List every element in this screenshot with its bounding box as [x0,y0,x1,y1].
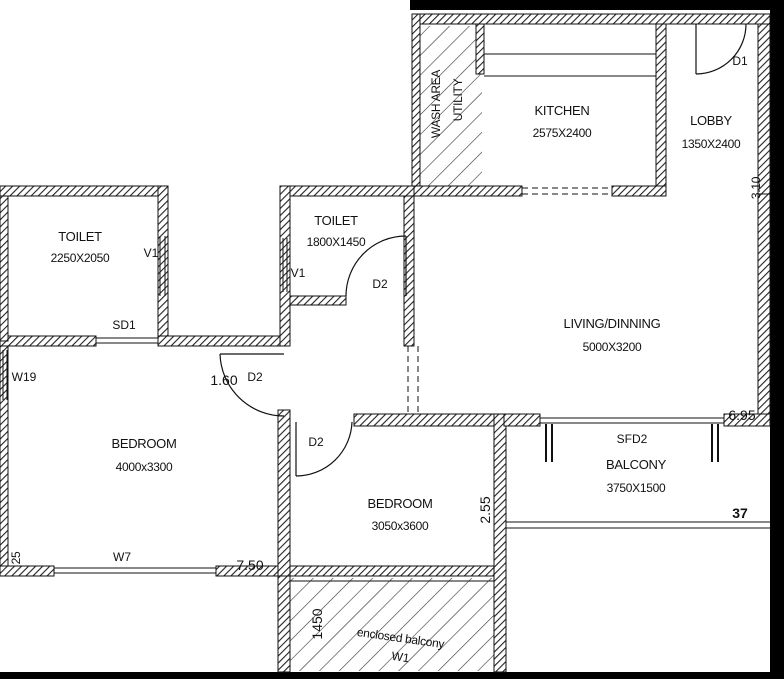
dim-255: 2.55 [477,496,493,523]
tag-d1: D1 [732,54,748,68]
living-name: LIVING/DINNING [564,316,661,331]
opening-tags: D1 D2 D2 D2 V1 V1 SD1 W19 W7 W1 SFD2 [12,54,748,665]
tag-w7: W7 [113,550,131,564]
dim-160: 1.60 [210,372,237,388]
enclosed-balcony-hatch [290,578,494,671]
dim-1450: 1450 [309,608,325,639]
bedroom2-size: 3050x3600 [372,519,429,533]
wash-area-hatch [420,26,482,188]
toilet1-name: TOILET [58,229,102,244]
kitchen-size: 2575X2400 [533,126,592,140]
tag-v1-toilet1: V1 [144,246,159,260]
number-37: 37 [732,505,748,521]
dim-310: 3.10 [749,176,763,199]
dim-25: 25 [9,551,23,564]
balcony-name: BALCONY [606,457,667,472]
living-size: 5000X3200 [583,340,642,354]
tag-sfd2: SFD2 [617,432,648,446]
bedroom1-size: 4000x3300 [116,460,173,474]
door-swings [219,23,747,477]
utility-name: UTILITY [451,78,465,121]
tag-d2-bedroom2: D2 [308,435,324,449]
lobby-size: 1350X2400 [682,137,741,151]
tag-d2-bedroom1: D2 [247,370,263,384]
balcony-size: 3750X1500 [607,481,666,495]
bedroom2-name: BEDROOM [367,496,432,511]
walls [0,13,771,673]
openings [2,53,770,582]
tag-d2-toilet: D2 [372,277,388,291]
toilet1-size: 2250X2050 [51,251,110,265]
kitchen-name: KITCHEN [535,103,590,118]
tag-w1: W1 [391,649,411,665]
dimension-labels: 1.60 7.50 2.55 1450 6.95 3.10 25 37 [9,176,763,639]
bedroom1-name: BEDROOM [111,436,176,451]
right-black-border [770,10,784,679]
dim-750: 7.50 [236,557,263,573]
lobby-name: LOBBY [690,113,732,128]
toilet2-size: 1800X1450 [307,235,366,249]
toilet2-name: TOILET [314,213,358,228]
dim-695: 6.95 [728,407,755,423]
wash-area-name: WASH AREA [429,70,443,139]
tag-v1-toilet2: V1 [291,266,306,280]
tag-w19: W19 [12,370,37,384]
tag-sd1: SD1 [112,318,136,332]
bottom-black-border [0,672,784,679]
